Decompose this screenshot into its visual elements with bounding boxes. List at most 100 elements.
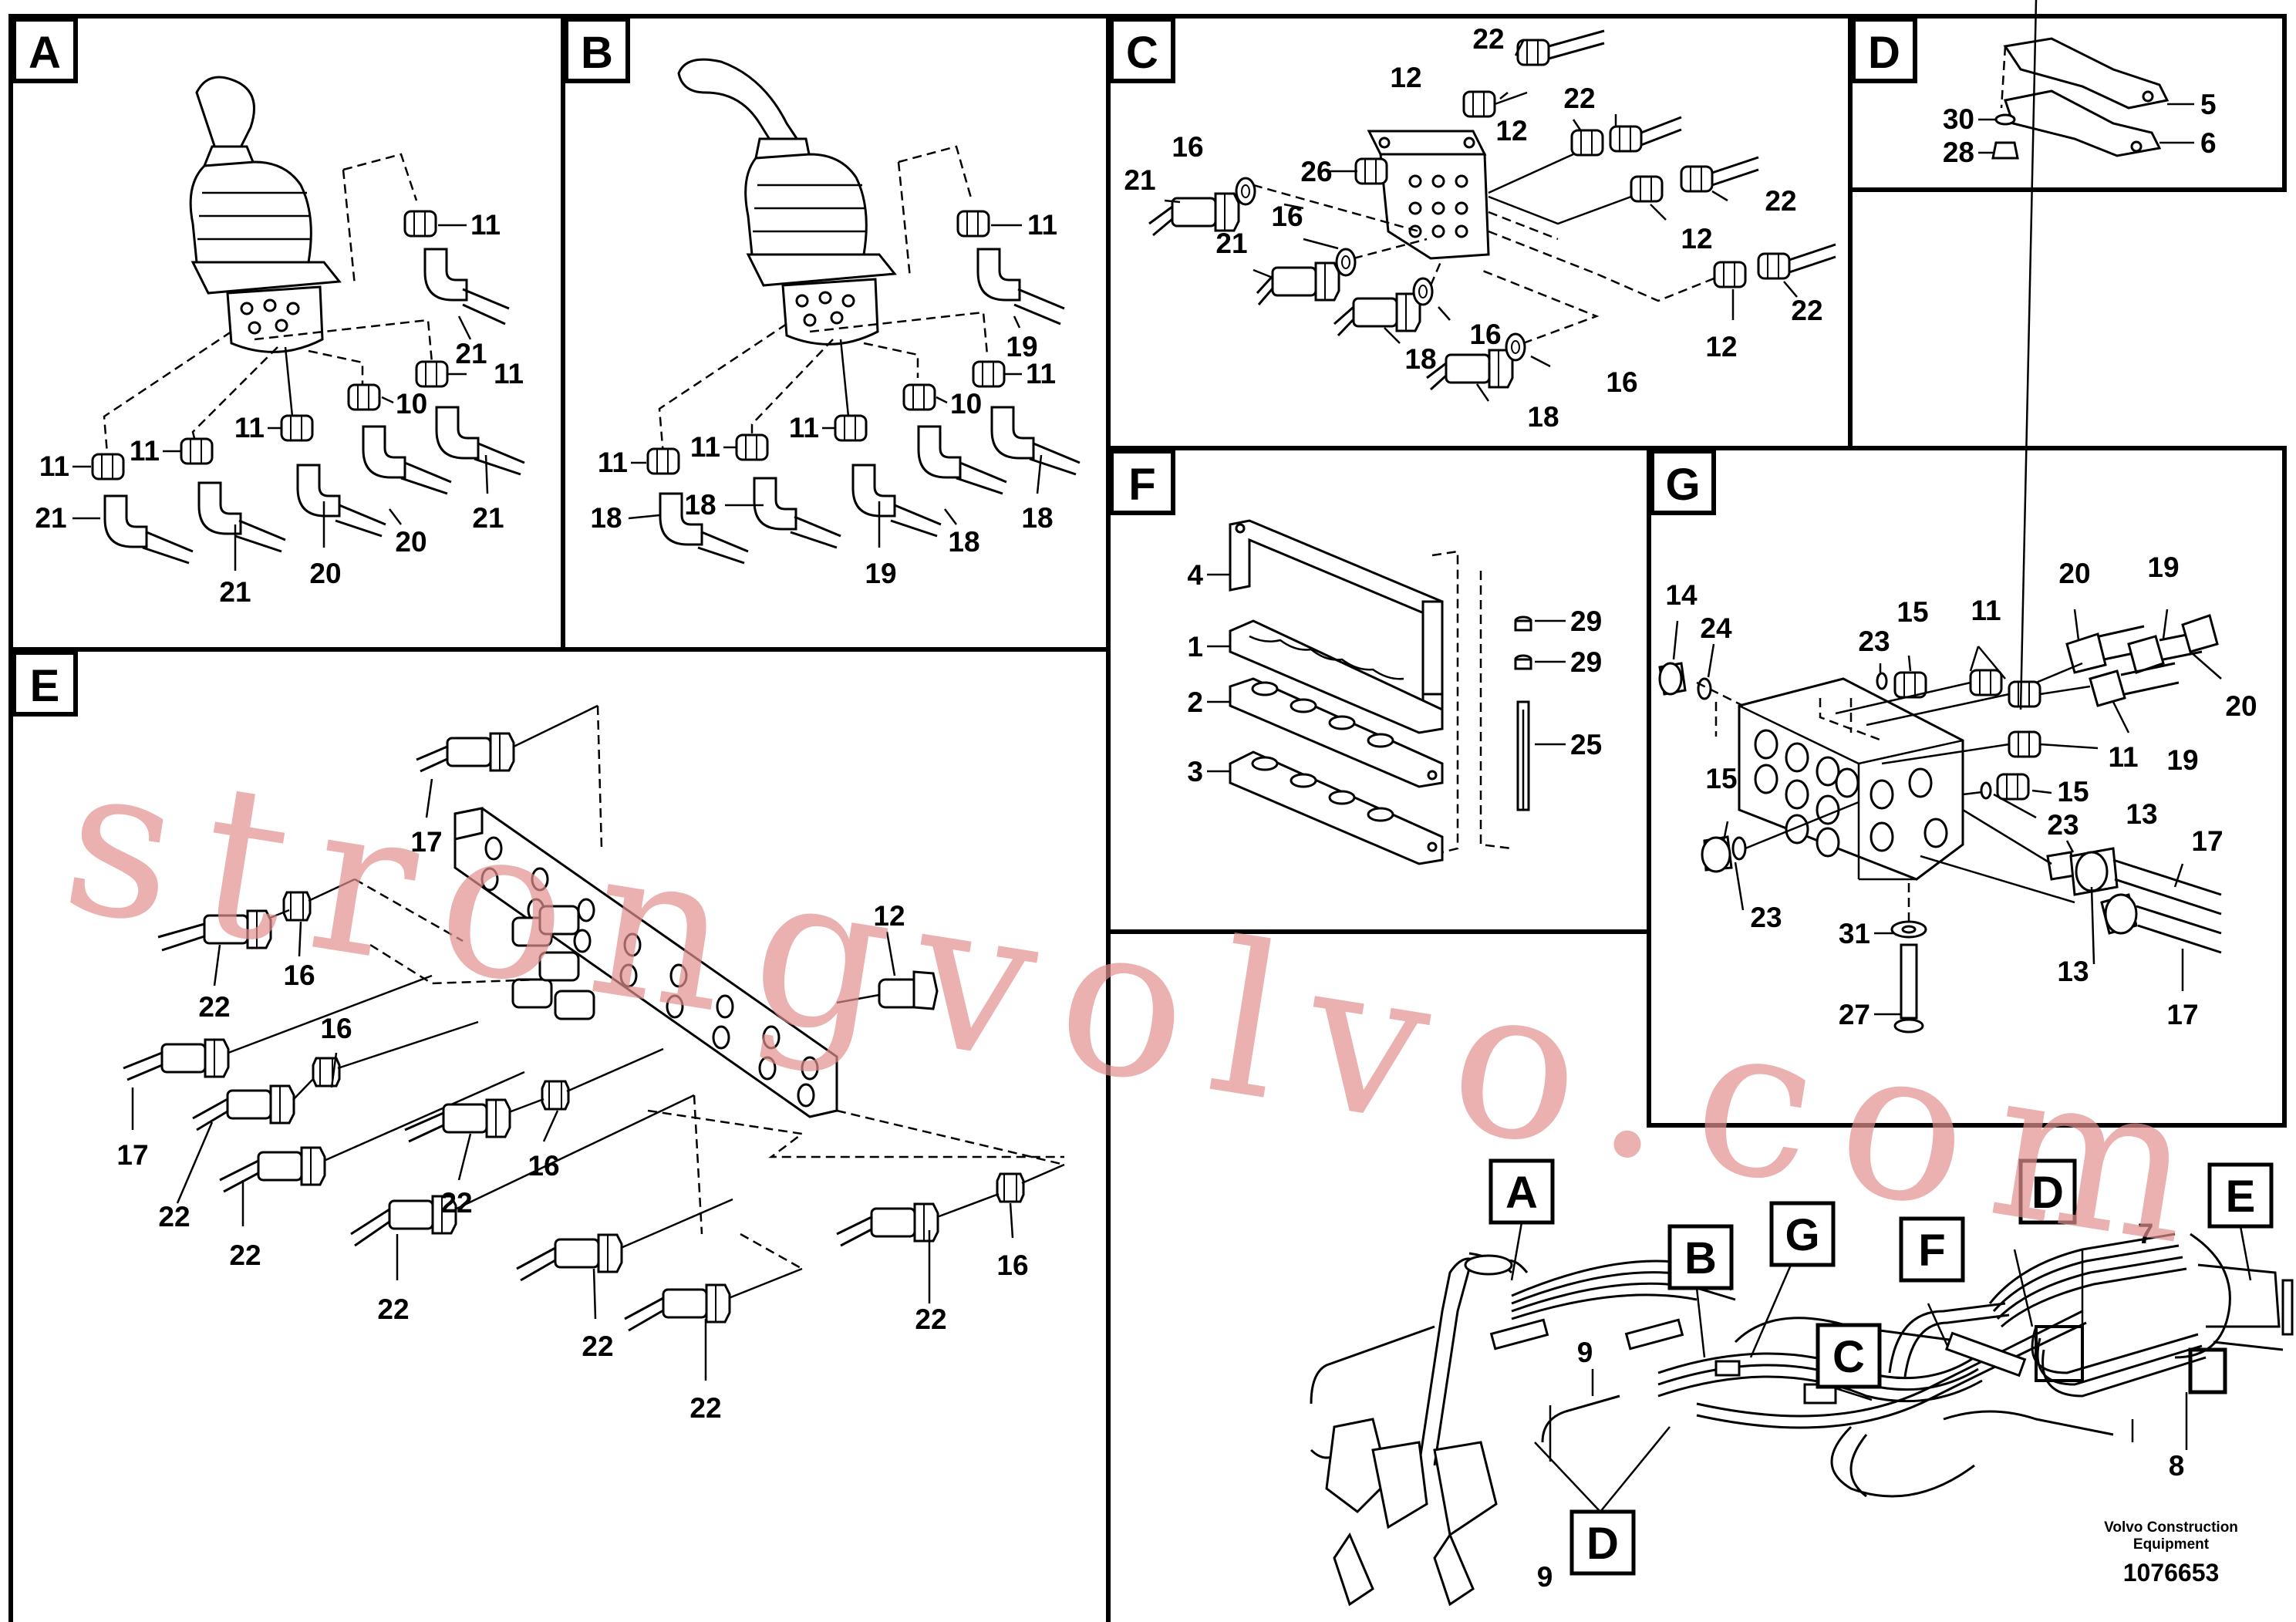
g-callout: 13: [2057, 956, 2089, 987]
brand-line-1: Volvo Construction: [2104, 1519, 2238, 1536]
g-callout: 17: [2166, 999, 2198, 1030]
a-fittings: [91, 153, 525, 565]
f-clamp-1: [1229, 619, 1444, 734]
overview-tag-d: D: [1569, 1509, 1636, 1576]
e-callout: 16: [528, 1150, 559, 1182]
g-callout: 15: [1705, 763, 1737, 794]
f-callout: 4: [1187, 559, 1203, 591]
panel-b-drawing: 11 11 10 11 11 11 11 19 18 18 19 18 18: [590, 58, 1081, 589]
a-callout: 21: [35, 502, 66, 534]
panel-b-label: B: [581, 28, 613, 78]
e-callouts: 17 12 22 16 16 17 22 16 22 22 22 22 22 1…: [116, 826, 1028, 1424]
e-callout: 22: [689, 1392, 721, 1424]
b-callouts: 11 11 10 11 11 11 11 19 18 18 19 18 18: [590, 209, 1057, 589]
e-callout: 22: [158, 1201, 190, 1233]
overview-tag-c: C: [1816, 1323, 1882, 1389]
overview-callout: 8: [2169, 1450, 2185, 1482]
overview-joystick: [1325, 1252, 1513, 1607]
f-callout: 2: [1187, 686, 1203, 718]
g-leaders: [1672, 0, 2222, 1016]
g-callout: 19: [2166, 744, 2198, 776]
panel-letter-g: G: [1650, 449, 1716, 515]
c-bracket: [1367, 130, 1490, 260]
e-plate: [453, 807, 838, 1118]
a-callout: 11: [470, 209, 501, 241]
panel-d-drawing: 5 30 28 6: [1943, 37, 2217, 168]
footer-brand: Volvo Construction Equipment 1076653: [2104, 1519, 2238, 1587]
e-callout: 22: [582, 1330, 613, 1362]
f-clamp-3: [1229, 750, 1444, 865]
c-callout: 12: [1681, 223, 1712, 255]
e-callout: 17: [116, 1139, 148, 1171]
panel-g-drawing: 14 24 23 15 11 20 19 20 11 15 19 15 23 2…: [1658, 0, 2257, 1034]
brand-line-2: Equipment: [2133, 1536, 2210, 1553]
g-callouts: 14 24 23 15 11 20 19 20 11 15 19 15 23 2…: [1665, 551, 2257, 1030]
e-fittings: [123, 704, 1065, 1332]
panel-letter-a: A: [12, 17, 78, 83]
g-callout: 27: [1839, 999, 1870, 1030]
c-fittings: [1148, 29, 1836, 391]
a-callout: 10: [396, 388, 427, 420]
e-callout: 12: [873, 900, 905, 932]
overview-tag-b: B: [1667, 1224, 1734, 1290]
g-callout: 19: [2147, 551, 2179, 583]
e-callout: 16: [996, 1249, 1028, 1281]
overview-tag-g: G: [1769, 1201, 1836, 1267]
joystick-a: [189, 76, 342, 353]
b-callout: 11: [690, 431, 720, 463]
overview-callout: 7: [2138, 1218, 2154, 1249]
a-callout: 11: [39, 450, 69, 482]
a-callout: 21: [472, 502, 504, 534]
c-callout: 22: [1472, 23, 1504, 55]
b-callout: 18: [684, 489, 716, 521]
e-callout: 22: [440, 1187, 472, 1219]
panel-letter-f: F: [1109, 449, 1175, 515]
a-callout: 20: [395, 526, 426, 558]
panel-e-label: E: [30, 661, 60, 711]
c-callout: 16: [1271, 201, 1303, 232]
a-callouts: 11 11 10 11 11 11 11 21 21 21 20 20 21: [35, 209, 524, 608]
b-callout: 18: [1021, 502, 1053, 534]
a-callout: 11: [234, 412, 265, 443]
b-callout: 18: [948, 526, 979, 558]
c-callouts: 22 12 22 12 16 26 21 16 21 12 22 12 16 2…: [1124, 23, 1822, 433]
overview-tag-f: F: [1899, 1216, 1965, 1283]
panel-c-drawing: 22 12 22 12 16 26 21 16 21 12 22 12 16 2…: [1124, 23, 1836, 433]
a-callout: 21: [455, 338, 487, 369]
f-callout: 25: [1570, 729, 1602, 760]
b-callout: 11: [789, 412, 819, 443]
c-callout: 26: [1300, 156, 1332, 187]
overview-tag-lines: [1510, 1222, 2252, 1512]
c-callout: 21: [1124, 164, 1155, 196]
panel-letters: A B C D E F G: [12, 17, 1917, 717]
c-callout: 12: [1705, 331, 1737, 363]
g-callout: 15: [1896, 596, 1928, 628]
g-callout: 31: [1839, 918, 1870, 949]
c-callout: 21: [1215, 228, 1247, 259]
a-callout: 11: [494, 358, 524, 389]
c-callout: 16: [1606, 366, 1637, 398]
g-valve-block: [1738, 677, 1964, 881]
g-callout: 15: [2057, 776, 2089, 808]
g-callout: 11: [2108, 741, 2138, 773]
c-callout: 22: [1791, 295, 1822, 326]
c-callout: 18: [1527, 401, 1559, 433]
overview-callout: 9: [1537, 1561, 1553, 1593]
e-callout: 22: [915, 1303, 946, 1335]
d-callout: 6: [2200, 127, 2217, 159]
panel-letter-c: C: [1109, 17, 1175, 83]
d-callout: 28: [1943, 137, 1974, 168]
d-callout: 5: [2200, 89, 2217, 120]
c-callout: 22: [1765, 185, 1796, 217]
overview-tag-label: F: [1918, 1226, 1945, 1276]
c-callout: 16: [1172, 131, 1203, 163]
overview-tag-label: A: [1505, 1168, 1538, 1218]
panel-g-frame: [1647, 446, 2287, 1128]
overview-tag-label: G: [1785, 1210, 1819, 1260]
b-callout: 11: [1026, 358, 1056, 389]
f-callout: 29: [1570, 605, 1602, 637]
g-callout: 20: [2225, 690, 2257, 722]
a-callout: 21: [219, 576, 251, 608]
c-callout: 12: [1390, 62, 1421, 93]
